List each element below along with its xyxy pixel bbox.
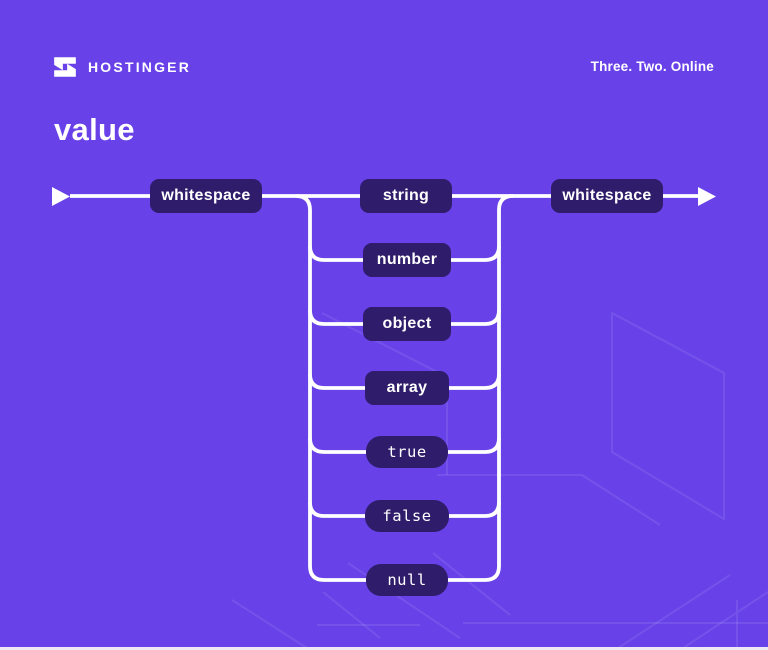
rail-right-merge bbox=[407, 194, 514, 582]
deco-fold-line bbox=[437, 474, 661, 526]
node-number: number bbox=[363, 243, 451, 277]
node-object: object bbox=[363, 307, 451, 341]
node-whitespace-end: whitespace bbox=[551, 179, 663, 213]
rail-left-split bbox=[295, 194, 407, 582]
rail-branch-false-left bbox=[308, 501, 407, 518]
rail-branch-array-left bbox=[308, 373, 407, 390]
deco-small-diagonals bbox=[322, 552, 511, 639]
brand-name: HOSTINGER bbox=[88, 59, 192, 75]
end-arrow-icon bbox=[698, 187, 716, 206]
node-true: true bbox=[366, 436, 448, 468]
page-title: value bbox=[54, 112, 135, 147]
rail-branch-true-left bbox=[308, 437, 407, 454]
deco-bottom-lines bbox=[317, 622, 768, 626]
node-false: false bbox=[365, 500, 449, 532]
brand-tagline: Three. Two. Online bbox=[590, 59, 714, 74]
node-string: string bbox=[360, 179, 452, 213]
node-array: array bbox=[365, 371, 449, 405]
bottom-edge-strip bbox=[0, 647, 768, 650]
rail-branch-object-left bbox=[308, 309, 407, 326]
start-arrow-icon bbox=[52, 187, 70, 206]
rail-branch-array-right bbox=[407, 373, 501, 390]
deco-chevrons-right bbox=[614, 574, 768, 650]
rail-branch-false-right bbox=[407, 501, 501, 518]
rail-branch-number-left bbox=[308, 245, 407, 262]
node-whitespace-start: whitespace bbox=[150, 179, 262, 213]
rail-branch-object-right bbox=[407, 309, 501, 326]
rail-branch-number-right bbox=[407, 245, 501, 262]
hostinger-logo-icon bbox=[54, 57, 76, 77]
rail-branch-true-right bbox=[407, 437, 501, 454]
node-null: null bbox=[366, 564, 448, 596]
deco-parallelogram bbox=[611, 311, 725, 521]
